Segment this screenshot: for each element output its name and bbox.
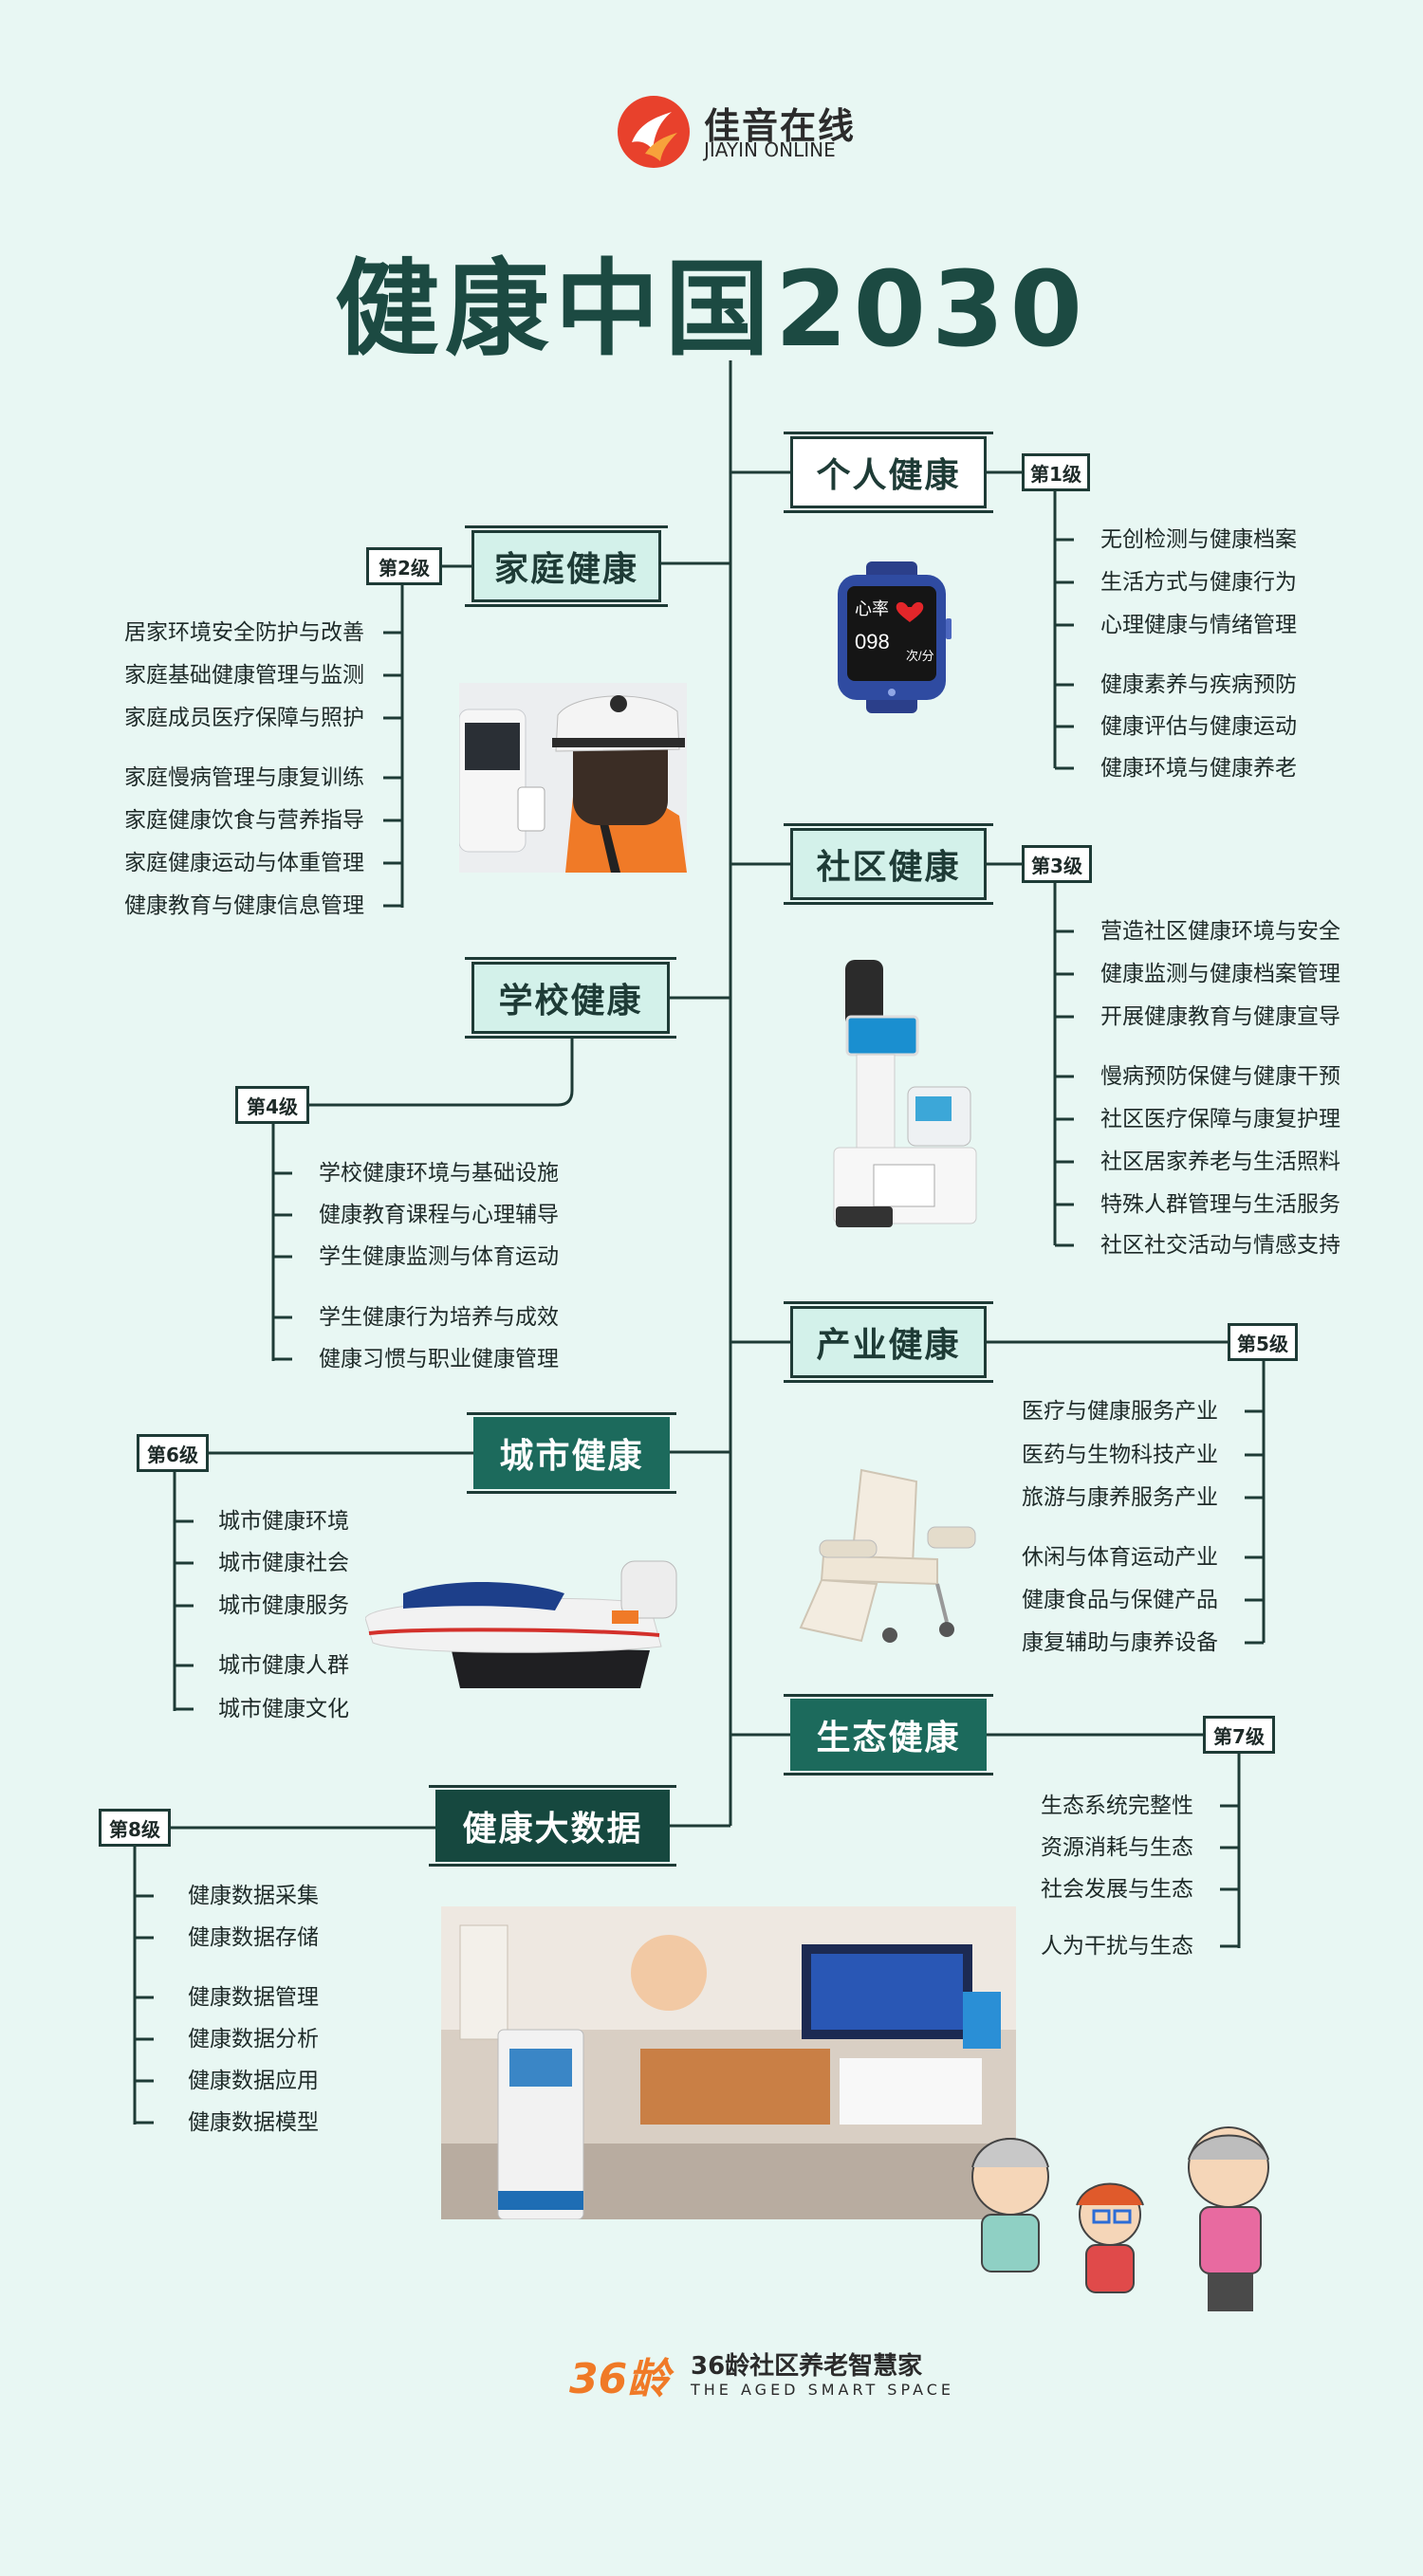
level-badge-8: 第8级 xyxy=(99,1809,171,1847)
community-item-8: 社区社交活动与情感支持 xyxy=(1100,1233,1340,1258)
city-item-2: 城市健康社会 xyxy=(218,1551,349,1575)
city-item-5: 城市健康文化 xyxy=(218,1697,349,1721)
family-item-7: 健康教育与健康信息管理 xyxy=(124,893,364,918)
eco-item-1: 生态系统完整性 xyxy=(1041,1794,1193,1818)
industry-item-2: 医药与生物科技产业 xyxy=(1022,1443,1218,1467)
level-badge-2: 第2级 xyxy=(366,547,442,585)
bigdata-item-2: 健康数据存储 xyxy=(188,1925,319,1950)
community-item-3: 开展健康教育与健康宣导 xyxy=(1100,1004,1340,1029)
care-recliner-image xyxy=(799,1468,976,1643)
category-family-health: 家庭健康 xyxy=(465,525,668,607)
category-city-health: 城市健康 xyxy=(467,1412,676,1494)
industry-item-3: 旅游与康养服务产业 xyxy=(1022,1485,1218,1510)
school-item-5: 健康习惯与职业健康管理 xyxy=(319,1347,559,1371)
massage-bed-image xyxy=(365,1560,677,1688)
industry-item-5: 健康食品与保健产品 xyxy=(1022,1588,1218,1612)
level-badge-7: 第7级 xyxy=(1203,1716,1275,1754)
cartoon-seniors-illustration xyxy=(971,2126,1269,2311)
personal-item-6: 健康环境与健康养老 xyxy=(1100,756,1297,781)
family-item-3: 家庭成员医疗保障与照护 xyxy=(124,706,364,730)
community-item-2: 健康监测与健康档案管理 xyxy=(1100,962,1340,986)
industry-item-4: 休闲与体育运动产业 xyxy=(1022,1545,1218,1570)
community-item-1: 营造社区健康环境与安全 xyxy=(1100,919,1340,944)
level-badge-4: 第4级 xyxy=(235,1086,309,1124)
eco-item-4: 人为干扰与生态 xyxy=(1041,1934,1193,1959)
community-item-5: 社区医疗保障与康复护理 xyxy=(1100,1107,1340,1132)
smartwatch-image: 心率 098 次/分 xyxy=(838,561,952,713)
bigdata-item-4: 健康数据分析 xyxy=(188,2027,319,2052)
brand-36-logo: 36龄 xyxy=(569,2355,670,2403)
level-badge-3: 第3级 xyxy=(1022,845,1092,883)
personal-item-4: 健康素养与疾病预防 xyxy=(1100,672,1297,697)
industry-item-6: 康复辅助与康养设备 xyxy=(1022,1630,1218,1655)
level-badge-6: 第6级 xyxy=(137,1434,209,1472)
category-eco-health: 生态健康 xyxy=(784,1694,993,1776)
head-massage-device-photo xyxy=(459,683,687,873)
bigdata-item-6: 健康数据模型 xyxy=(188,2110,319,2135)
page-title: 健康中国2030 xyxy=(334,248,1089,370)
family-item-4: 家庭慢病管理与康复训练 xyxy=(124,765,364,790)
bigdata-item-3: 健康数据管理 xyxy=(188,1985,319,2010)
logo-name: 佳音在线 xyxy=(704,105,857,147)
heart-icon xyxy=(896,601,924,622)
jiayin-logo: 佳音在线 JIAYIN ONLINE xyxy=(617,95,854,171)
service-center-photo xyxy=(441,1906,1016,2219)
watch-value: 098 xyxy=(855,630,890,653)
family-item-5: 家庭健康饮食与营养指导 xyxy=(124,808,364,833)
family-item-1: 居家环境安全防护与改善 xyxy=(124,620,364,645)
city-item-4: 城市健康人群 xyxy=(218,1653,349,1678)
family-item-2: 家庭基础健康管理与监测 xyxy=(124,663,364,688)
jiayin-logo-icon xyxy=(618,96,690,168)
category-community-health: 社区健康 xyxy=(784,823,993,905)
school-item-2: 健康教育课程与心理辅导 xyxy=(319,1203,559,1227)
bigdata-item-1: 健康数据采集 xyxy=(188,1884,319,1908)
logo-english-name: JIAYIN ONLINE xyxy=(704,138,836,161)
footer-brand: 36龄 36龄社区养老智慧家 THE AGED SMART SPACE xyxy=(569,2345,951,2411)
level-badge-1: 第1级 xyxy=(1022,453,1090,491)
city-item-3: 城市健康服务 xyxy=(218,1593,349,1618)
industry-item-1: 医疗与健康服务产业 xyxy=(1022,1399,1218,1424)
school-item-1: 学校健康环境与基础设施 xyxy=(319,1161,559,1186)
eco-item-2: 资源消耗与生态 xyxy=(1041,1835,1193,1860)
personal-item-2: 生活方式与健康行为 xyxy=(1100,570,1297,595)
personal-item-5: 健康评估与健康运动 xyxy=(1100,714,1297,739)
category-personal-health: 个人健康 xyxy=(784,432,993,513)
watch-unit: 次/分 xyxy=(906,649,934,663)
level-badge-5: 第5级 xyxy=(1228,1323,1298,1361)
eco-item-3: 社会发展与生态 xyxy=(1041,1877,1193,1902)
category-school-health: 学校健康 xyxy=(465,957,676,1039)
community-item-4: 慢病预防保健与健康干预 xyxy=(1100,1064,1340,1089)
brand-name: 36龄社区养老智慧家 xyxy=(691,2352,923,2381)
health-kiosk-image xyxy=(833,960,977,1227)
category-health-big-data: 健康大数据 xyxy=(429,1785,676,1867)
watch-label: 心率 xyxy=(855,599,889,618)
school-item-3: 学生健康监测与体育运动 xyxy=(319,1244,559,1269)
brand-tagline: THE AGED SMART SPACE xyxy=(691,2381,955,2399)
city-item-1: 城市健康环境 xyxy=(218,1509,349,1534)
community-item-6: 社区居家养老与生活照料 xyxy=(1100,1150,1340,1174)
family-item-6: 家庭健康运动与体重管理 xyxy=(124,851,364,875)
personal-item-1: 无创检测与健康档案 xyxy=(1100,527,1297,552)
category-industry-health: 产业健康 xyxy=(784,1301,993,1383)
school-item-4: 学生健康行为培养与成效 xyxy=(319,1305,559,1330)
bigdata-item-5: 健康数据应用 xyxy=(188,2069,319,2093)
community-item-7: 特殊人群管理与生活服务 xyxy=(1100,1192,1340,1217)
personal-item-3: 心理健康与情绪管理 xyxy=(1100,613,1297,637)
